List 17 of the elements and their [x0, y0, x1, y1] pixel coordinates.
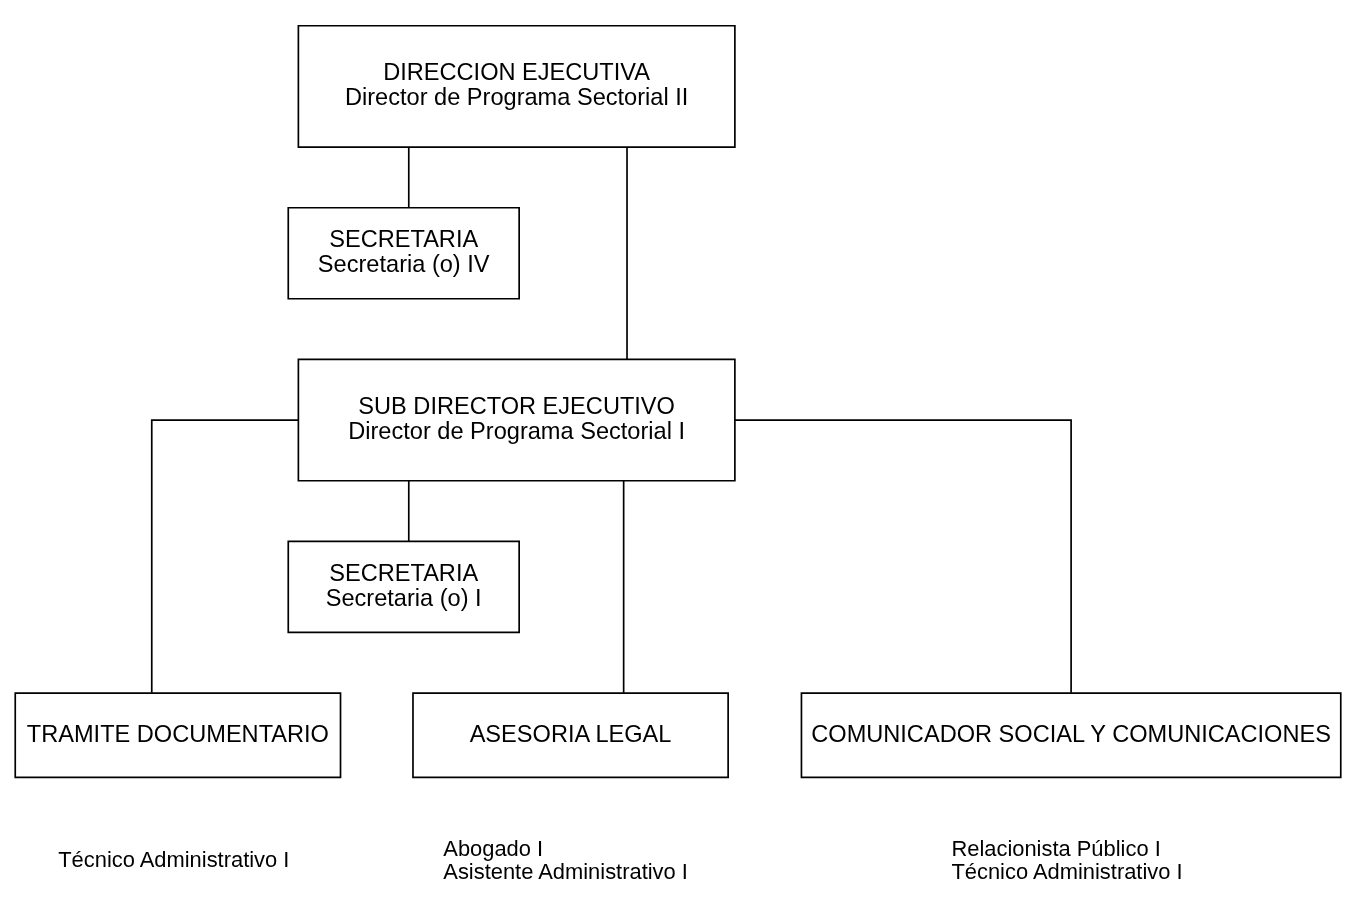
connector [150, 419, 299, 694]
node-box: SECRETARIA Secretaria (o) IV [287, 206, 520, 300]
node-label: Técnico Administrativo I [951, 859, 1183, 885]
node-box: DIRECCION EJECUTIVA Director de Programa Sectorial II [297, 24, 736, 148]
node-label: Técnico Administrativo I [58, 847, 290, 873]
node-box: SECRETARIA Secretaria (o) I [287, 540, 520, 634]
connector [734, 419, 1072, 694]
connector [407, 146, 410, 209]
node-box: COMUNICADOR SOCIAL Y COMUNICACIONES [800, 692, 1342, 779]
connector [626, 146, 628, 361]
node-box: ASESORIA LEGAL [412, 692, 729, 779]
node-box: TRAMITE DOCUMENTARIO [14, 692, 342, 779]
node-label: Abogado I [443, 835, 544, 861]
node-box: SUB DIRECTOR EJECUTIVO Director de Programa Sectorial I [297, 358, 736, 482]
node-label: Relacionista Público I [951, 835, 1161, 861]
connector [407, 479, 410, 543]
connector [622, 480, 625, 694]
